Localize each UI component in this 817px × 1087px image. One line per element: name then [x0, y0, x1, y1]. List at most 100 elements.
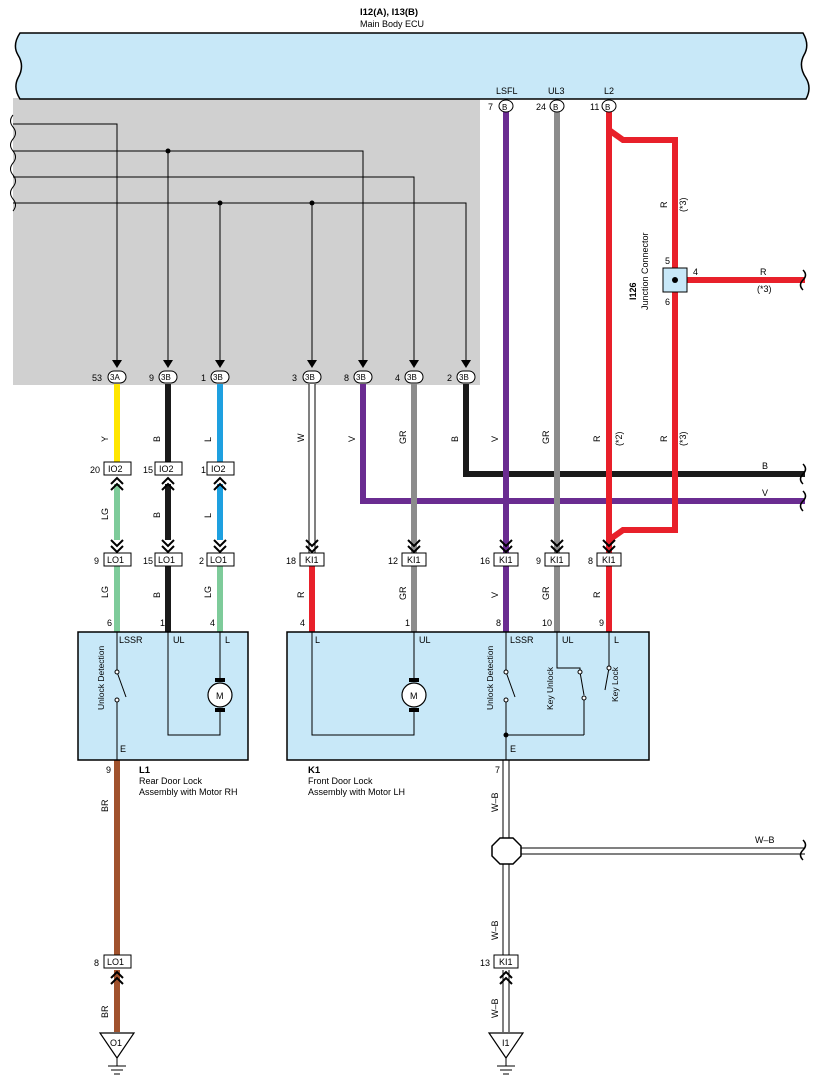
svg-text:(*3): (*3) [757, 284, 772, 294]
svg-text:GR: GR [398, 586, 408, 600]
svg-text:B: B [762, 461, 768, 471]
svg-text:3B: 3B [213, 373, 223, 382]
svg-text:B: B [152, 512, 162, 518]
svg-text:V: V [762, 488, 768, 498]
svg-text:10: 10 [542, 618, 552, 628]
svg-text:B: B [502, 103, 507, 112]
svg-text:R: R [592, 591, 602, 598]
wires-lg [114, 484, 612, 632]
svg-text:16: 16 [480, 556, 490, 566]
svg-text:5: 5 [665, 256, 670, 266]
svg-text:15: 15 [143, 556, 153, 566]
svg-text:I1: I1 [502, 1038, 510, 1048]
svg-text:8: 8 [344, 373, 349, 383]
svg-text:(*3): (*3) [678, 431, 688, 446]
wires-upper [114, 106, 805, 553]
splice-point [491, 837, 522, 865]
internal-left-edge [10, 114, 16, 212]
svg-text:V: V [347, 436, 357, 442]
svg-text:7: 7 [495, 765, 500, 775]
svg-text:LG: LG [100, 508, 110, 520]
svg-text:LO1: LO1 [158, 555, 175, 565]
internal-bus-lines [13, 123, 467, 366]
svg-text:L: L [614, 635, 619, 645]
svg-text:LO1: LO1 [210, 555, 227, 565]
svg-text:LSSR: LSSR [119, 635, 143, 645]
svg-text:KI1: KI1 [499, 555, 513, 565]
svg-text:LG: LG [203, 586, 213, 598]
svg-text:18: 18 [286, 556, 296, 566]
svg-text:Assembly with Motor RH: Assembly with Motor RH [139, 787, 238, 797]
svg-text:R: R [296, 591, 306, 598]
ecu-internal-region [13, 98, 480, 385]
svg-text:KI1: KI1 [550, 555, 564, 565]
svg-text:Front Door Lock: Front Door Lock [308, 776, 373, 786]
wire-wb [502, 760, 805, 1032]
svg-text:3A: 3A [110, 373, 120, 382]
svg-text:1: 1 [405, 618, 410, 628]
svg-text:L: L [203, 437, 213, 442]
svg-text:Unlock Detection: Unlock Detection [485, 645, 495, 710]
svg-text:B: B [152, 436, 162, 442]
svg-text:B: B [605, 103, 610, 112]
svg-text:24: 24 [536, 102, 546, 112]
svg-text:13: 13 [480, 958, 490, 968]
svg-text:Junction Connector: Junction Connector [640, 232, 650, 310]
svg-text:GR: GR [398, 430, 408, 444]
svg-text:B: B [553, 103, 558, 112]
svg-text:9: 9 [536, 556, 541, 566]
svg-text:LG: LG [100, 586, 110, 598]
svg-text:R: R [592, 435, 602, 442]
svg-text:KI1: KI1 [499, 957, 513, 967]
svg-text:3B: 3B [459, 373, 469, 382]
svg-text:(*2): (*2) [614, 431, 624, 446]
svg-text:M: M [410, 691, 418, 701]
svg-text:Rear Door Lock: Rear Door Lock [139, 776, 203, 786]
svg-text:L: L [203, 513, 213, 518]
svg-text:KI1: KI1 [305, 555, 319, 565]
svg-text:LSSR: LSSR [510, 635, 534, 645]
junction-connector-i126: 5 4 6 I126 Junction Connector [628, 232, 698, 310]
k1-assembly: 4 1 8 10 9 L UL LSSR UL L M [286, 618, 650, 797]
svg-text:LO1: LO1 [107, 555, 124, 565]
ecu-top-pins: LSFL UL3 L2 7 24 11 B B B [488, 86, 617, 113]
svg-text:UL: UL [173, 635, 185, 645]
svg-text:K1: K1 [308, 765, 321, 776]
svg-text:W–B: W–B [490, 998, 500, 1018]
svg-text:3B: 3B [407, 373, 417, 382]
svg-text:W: W [296, 433, 306, 442]
svg-text:V: V [490, 592, 500, 598]
svg-text:8: 8 [496, 618, 501, 628]
svg-text:9: 9 [149, 373, 154, 383]
lo1-ki1-connectors: 9 15 2 18 12 16 9 8 LO1 LO1 LO1 KI1 KI1 … [94, 539, 622, 567]
svg-text:Key Unlock: Key Unlock [545, 666, 555, 710]
svg-text:IO2: IO2 [159, 464, 174, 474]
svg-text:11: 11 [590, 102, 599, 112]
ecu-name: Main Body ECU [360, 19, 424, 29]
wire-labels: Y B L W V GR B V GR R (*2) R (*3) R (*3)… [100, 197, 775, 1018]
svg-text:LSFL: LSFL [496, 86, 518, 96]
svg-text:W–B: W–B [755, 835, 775, 845]
svg-text:IO2: IO2 [211, 464, 226, 474]
svg-text:R: R [659, 201, 669, 208]
svg-text:1: 1 [201, 373, 206, 383]
svg-text:KI1: KI1 [407, 555, 421, 565]
svg-text:6: 6 [665, 297, 670, 307]
svg-text:R: R [659, 435, 669, 442]
svg-text:L: L [315, 635, 320, 645]
continuation-marks [799, 269, 807, 861]
ground-connectors: 8 LO1 13 KI1 [94, 954, 519, 985]
svg-text:O1: O1 [110, 1038, 122, 1048]
ecu-code: I12(A), I13(B) [360, 7, 418, 18]
svg-text:8: 8 [94, 958, 99, 968]
svg-text:Key Lock: Key Lock [610, 666, 620, 702]
svg-text:UL3: UL3 [548, 86, 565, 96]
ground-i1: I1 [487, 1032, 525, 1075]
svg-text:LO1: LO1 [107, 957, 124, 967]
svg-text:3B: 3B [356, 373, 366, 382]
svg-text:1: 1 [160, 618, 165, 628]
svg-text:4: 4 [300, 618, 305, 628]
svg-text:KI1: KI1 [602, 555, 616, 565]
svg-text:3B: 3B [161, 373, 171, 382]
